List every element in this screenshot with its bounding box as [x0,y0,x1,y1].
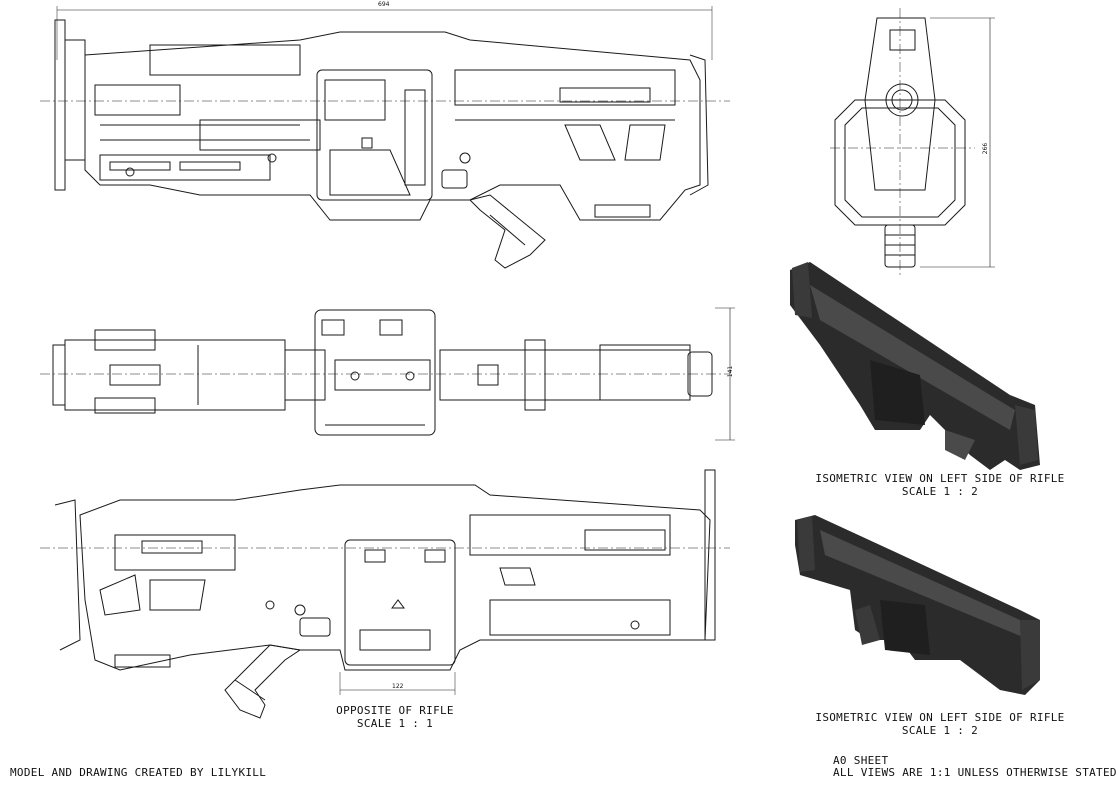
dimension-mag-width: 122 [392,683,404,690]
scale-note: ALL VIEWS ARE 1:1 UNLESS OTHERWISE STATE… [833,766,1117,779]
iso-bottom-scale: SCALE 1 : 2 [901,724,979,737]
sheet-size: A0 SHEET [833,754,889,767]
side-view-opposite [40,469,730,719]
rear-view [830,8,995,278]
iso-top-title: ISOMETRIC VIEW ON LEFT SIDE OF RIFLE [815,472,1065,485]
isometric-render-top [790,262,1040,470]
side-view-left [40,6,730,269]
dimension-overall-length: 694 [378,1,390,8]
top-view [40,307,735,441]
credit-text: MODEL AND DRAWING CREATED BY LILYKILL [10,766,267,779]
iso-top-scale: SCALE 1 : 2 [901,485,979,498]
isometric-render-bottom [795,515,1040,695]
opposite-title: OPPOSITE OF RIFLE [336,704,454,717]
dimension-height: 141 [727,365,735,378]
dimension-rear-height: 266 [982,142,990,155]
iso-bottom-title: ISOMETRIC VIEW ON LEFT SIDE OF RIFLE [815,711,1065,724]
opposite-scale: SCALE 1 : 1 [356,717,434,730]
